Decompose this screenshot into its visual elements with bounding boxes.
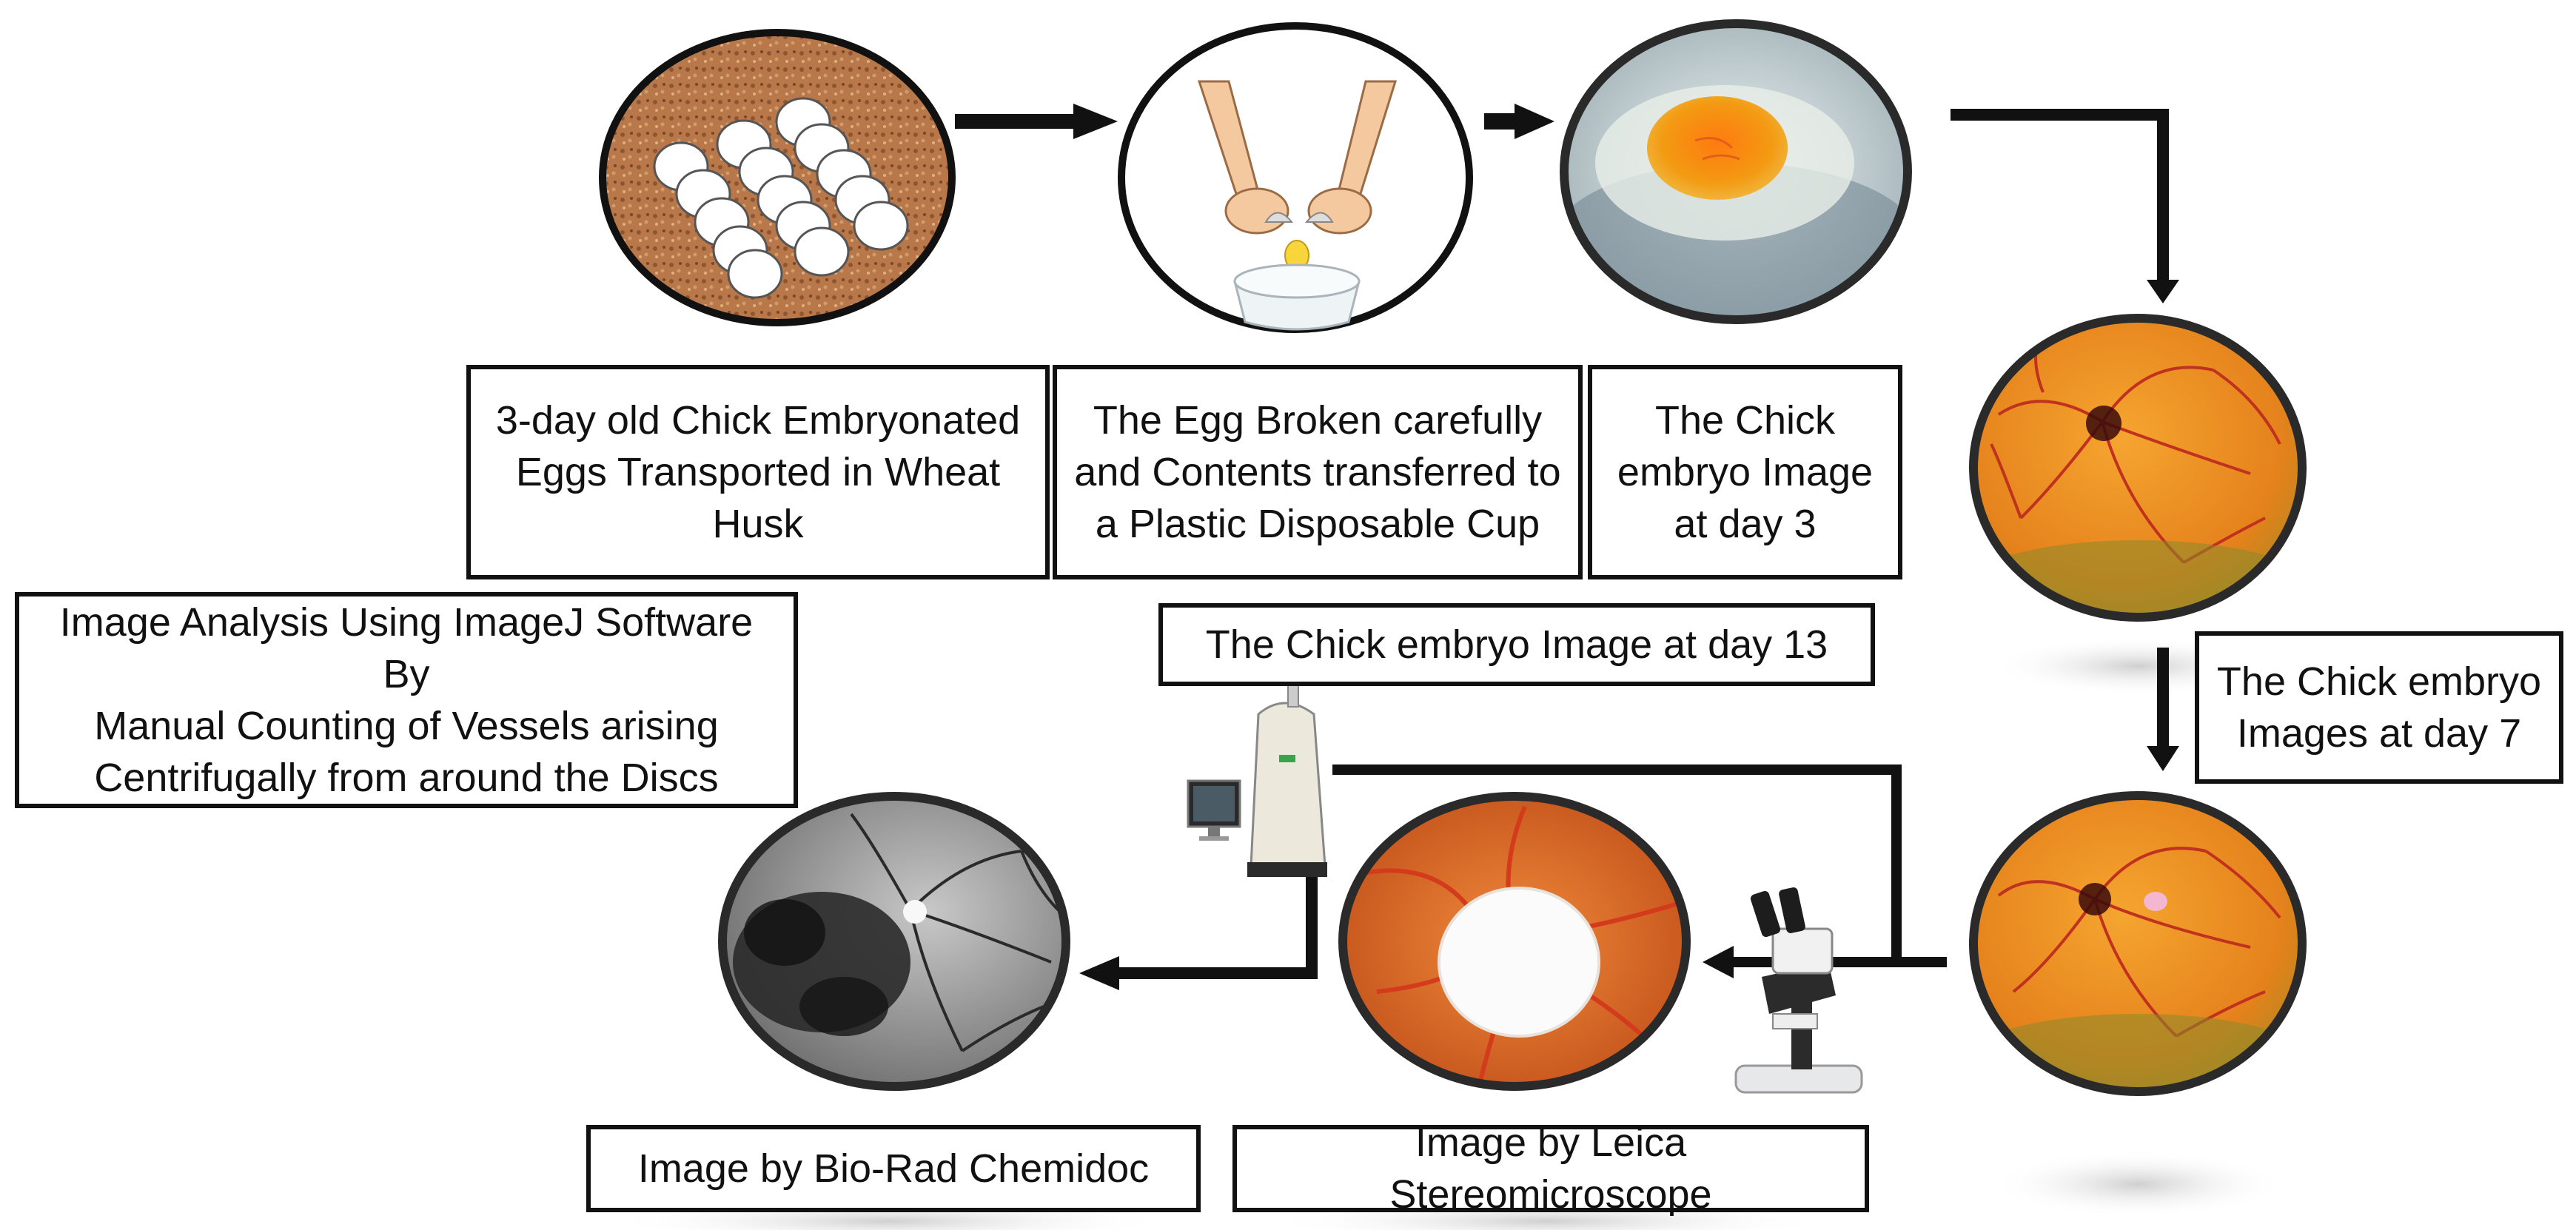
embryo-day7-label: The Chick embryo Images at day 7 [2195, 631, 2563, 784]
image-analysis-label: Image Analysis Using ImageJ Software By … [15, 592, 798, 808]
embryo-day7-text: The Chick embryo Images at day 7 [2216, 659, 2542, 756]
leica-text: Image by Leica Stereomicroscope [1389, 1120, 1712, 1217]
biorad-chemidoc-image [718, 792, 1070, 1091]
hands-breaking-egg-image [1118, 22, 1473, 333]
egg-broken-text: The Egg Broken carefully and Contents tr… [1074, 397, 1561, 547]
eggs-transported-label: 3-day old Chick Embryonated Eggs Transpo… [466, 365, 1050, 579]
embryo-day13-text: The Chick embryo Image at day 13 [1205, 622, 1828, 667]
leica-label: Image by Leica Stereomicroscope [1232, 1120, 1869, 1217]
biorad-text: Image by Bio-Rad Chemidoc [637, 1146, 1150, 1191]
leica-stereomicroscope-image [1338, 792, 1691, 1091]
connector-arrows [955, 104, 2179, 990]
plate-shadow [1990, 1151, 2286, 1217]
stereomicroscope-icon [1734, 887, 1863, 1094]
embryo-day3-label: The Chick embryo Image at day 3 [1588, 365, 1902, 579]
embryo-day13-label: The Chick embryo Image at day 13 [1158, 603, 1875, 686]
egg-broken-label: The Egg Broken carefully and Contents tr… [1053, 365, 1583, 579]
image-analysis-text: Image Analysis Using ImageJ Software By … [59, 599, 754, 801]
biorad-label: Image by Bio-Rad Chemidoc [586, 1125, 1201, 1212]
embryo-day3-text: The Chick embryo Image at day 3 [1617, 397, 1874, 547]
chick-embryo-day7-disc-image [1969, 791, 2307, 1096]
eggs-transported-text: 3-day old Chick Embryonated Eggs Transpo… [495, 397, 1021, 547]
eggs-in-husk-image [599, 29, 956, 326]
chick-embryo-day7-image [1969, 314, 2307, 622]
chemidoc-icon [1187, 673, 1327, 877]
egg-in-cup-image [1560, 19, 1912, 324]
